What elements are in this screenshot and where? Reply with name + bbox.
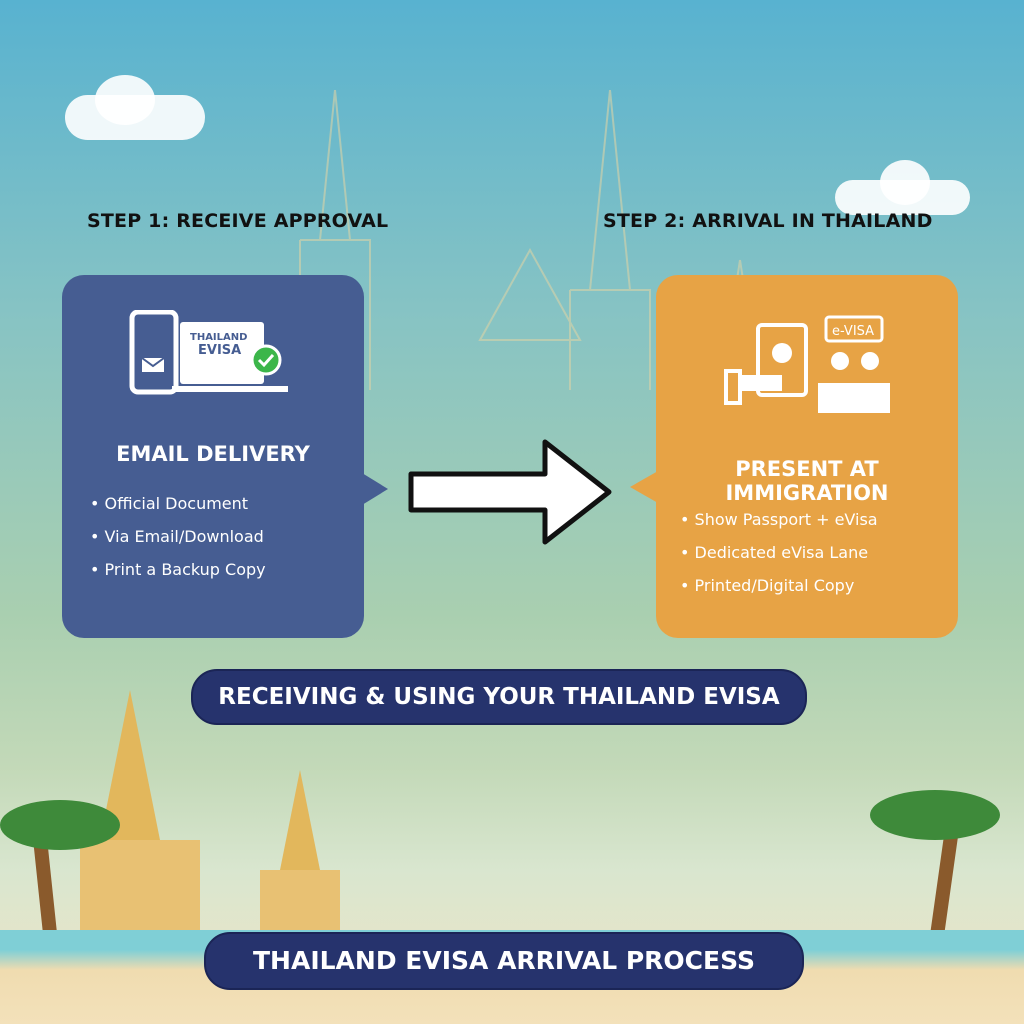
step2-title: STEP 2: ARRIVAL IN THAILAND (603, 210, 933, 232)
cloud (95, 75, 155, 125)
palm-leaves (870, 790, 1000, 840)
palm-leaves (0, 800, 120, 850)
cloud (880, 160, 930, 205)
pointer (362, 473, 388, 505)
title-banner: THAILAND EVISA ARRIVAL PROCESS (204, 932, 804, 990)
svg-text:e-VISA: e-VISA (832, 324, 874, 339)
step2-list: Show Passport + eVisa Dedicated eVisa La… (680, 510, 878, 609)
step1-title: STEP 1: RECEIVE APPROVAL (87, 210, 389, 232)
list-item: Dedicated eVisa Lane (680, 543, 878, 562)
golden-temple (80, 690, 340, 930)
passport-immigration-icon: e-VISA (724, 315, 890, 413)
card-title: EMAIL DELIVERY (116, 442, 310, 466)
email-delivery-card: THAILAND EVISA EMAIL DELIVERY Official D… (62, 275, 388, 638)
card-title: PRESENT AT IMMIGRATION (725, 457, 889, 505)
list-item: Print a Backup Copy (90, 560, 266, 579)
phone-evisa-icon: THAILAND EVISA (129, 310, 288, 395)
arrow-right-icon (408, 439, 612, 545)
svg-text:EVISA: EVISA (198, 343, 241, 358)
immigration-card: e-VISA PRESENT AT IMMIGRATION Show Passp… (630, 275, 958, 638)
list-item: Official Document (90, 494, 266, 513)
pointer (630, 471, 658, 503)
list-item: Via Email/Download (90, 527, 266, 546)
subtitle-banner: RECEIVING & USING YOUR THAILAND EVISA (191, 669, 807, 725)
list-item: Show Passport + eVisa (680, 510, 878, 529)
step1-list: Official Document Via Email/Download Pri… (90, 494, 266, 593)
svg-text:THAILAND: THAILAND (190, 332, 247, 343)
list-item: Printed/Digital Copy (680, 576, 878, 595)
